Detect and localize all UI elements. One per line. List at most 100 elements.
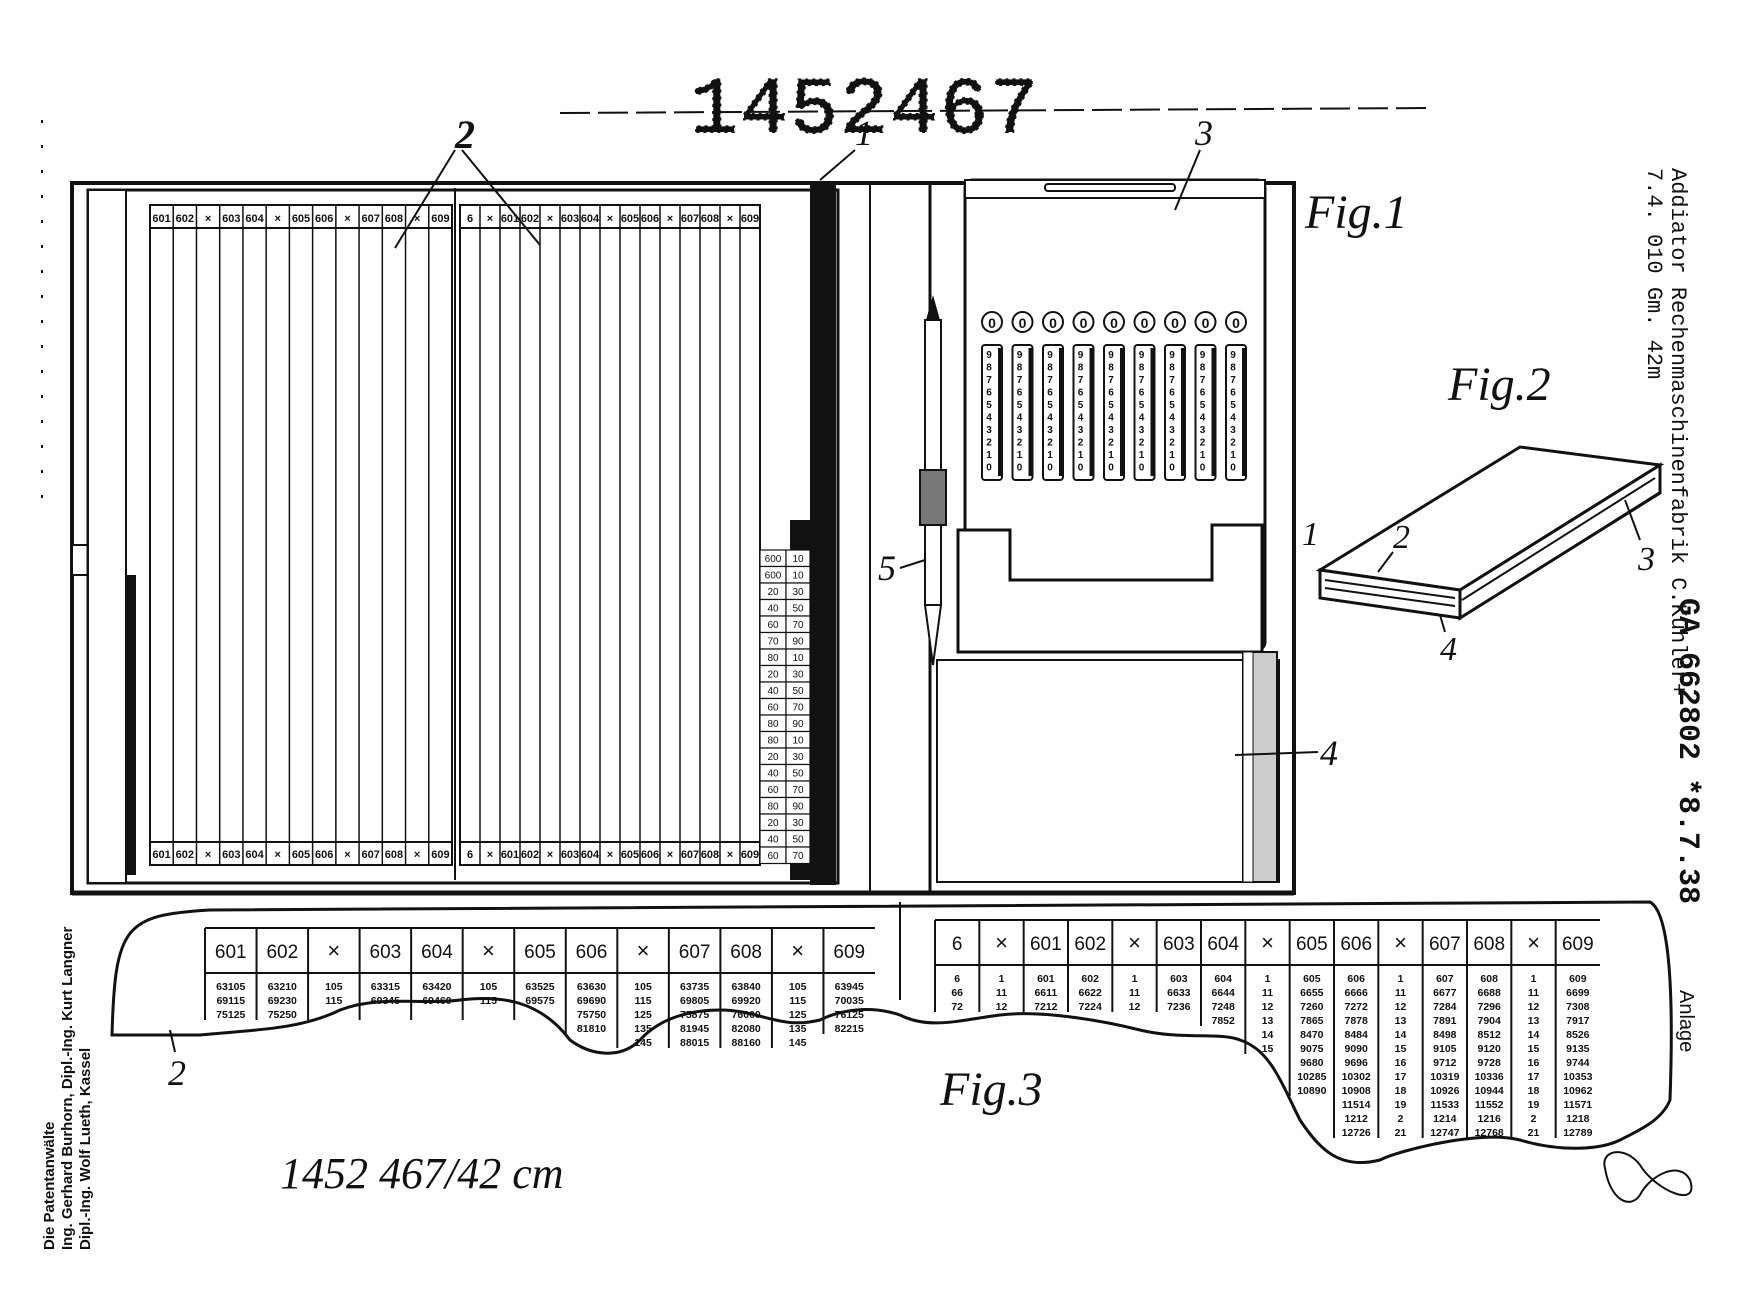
fig3-cell-value: 11 — [1129, 987, 1140, 999]
side-table-value: 60 — [767, 851, 779, 862]
slider-digit: 4 — [1017, 413, 1023, 424]
side-table-value: 80 — [767, 736, 779, 747]
table-header-cell: 608 — [701, 213, 719, 225]
slider-track — [998, 348, 1003, 476]
fig3-cell-value: 18 — [1395, 1085, 1407, 1097]
slider-track — [1028, 348, 1034, 476]
table-header-cell: 601 — [152, 213, 170, 225]
dial-digit: 0 — [1110, 315, 1118, 331]
table-header-cell: × — [344, 213, 350, 225]
fig3-column-head: 6 — [952, 934, 963, 955]
fig3-cell-value: 1214 — [1433, 1113, 1457, 1125]
slider-digit: 6 — [1017, 388, 1023, 399]
side-table-value: 80 — [767, 653, 779, 664]
table-footer-cell: 604 — [581, 849, 600, 861]
slider-digit: 7 — [1139, 375, 1145, 386]
fig3-column-head: × — [791, 938, 804, 963]
side-table-value: 90 — [792, 802, 804, 813]
fig3-cell-value: 69690 — [577, 995, 606, 1007]
fig3-cell-value: 12 — [1528, 1001, 1540, 1013]
slider-digit: 5 — [1139, 400, 1145, 411]
fig3-cell-value: 88015 — [680, 1037, 709, 1049]
fig2-drawing — [1315, 445, 1665, 621]
slider-digit: 4 — [1108, 413, 1114, 424]
fig3-cell-value: 6655 — [1300, 987, 1324, 999]
slider-digit: 7 — [1017, 375, 1023, 386]
fig3-edge-label: Anlage — [1675, 990, 1697, 1052]
table-footer-cell: 602 — [176, 849, 194, 861]
fig3-cell-value: 10302 — [1342, 1071, 1371, 1083]
dial-digit: 0 — [1080, 315, 1088, 331]
fig3-cell-value: 11533 — [1431, 1099, 1460, 1111]
slider-digit: 5 — [1200, 400, 1206, 411]
fig3-cell-value: 8526 — [1566, 1029, 1590, 1041]
side-table-value: 60 — [767, 620, 779, 631]
fig3-cell-value: 6699 — [1566, 987, 1590, 999]
slider-digit: 9 — [1108, 350, 1114, 361]
slider-digit: 3 — [1230, 425, 1236, 436]
slider-digit: 6 — [986, 388, 992, 399]
fig3-cell-value: 7236 — [1167, 1001, 1191, 1013]
side-table-value: 30 — [792, 587, 804, 598]
fig3-cell-value: 18 — [1528, 1085, 1540, 1097]
fig3-cell-value: 6644 — [1211, 987, 1235, 999]
fig3-column-head: 606 — [1340, 934, 1372, 955]
dial-digit: 0 — [988, 315, 996, 331]
fig3-cell-value: 10944 — [1475, 1085, 1504, 1097]
table-header-cell: × — [607, 213, 613, 225]
slider-digit: 6 — [1230, 388, 1236, 399]
fig3-cell-value: 63840 — [732, 981, 761, 993]
slider-digit: 4 — [986, 413, 992, 424]
slider-digit: 9 — [1047, 350, 1053, 361]
slider-digit: 9 — [1230, 350, 1236, 361]
fig3-cell-value: 81945 — [680, 1023, 709, 1035]
slider-digit: 8 — [1047, 363, 1053, 374]
fig3-cell-value: 14 — [1395, 1029, 1407, 1041]
side-table-value: 20 — [767, 670, 779, 681]
slider-digit: 5 — [1230, 400, 1236, 411]
slider-digit: 6 — [1200, 388, 1206, 399]
slider-digit: 9 — [1017, 350, 1023, 361]
slider-digit: 7 — [986, 375, 992, 386]
side-text-reg: GA 662802 *8.7.38 — [1670, 598, 1704, 904]
fig3-column-head: 601 — [1030, 934, 1062, 955]
fig3-cell-value: 115 — [325, 995, 342, 1007]
fig3-cell-value: 6666 — [1344, 987, 1368, 999]
table-header-cell: 605 — [292, 213, 310, 225]
fig3-cell-value: 8470 — [1300, 1029, 1324, 1041]
slider-digit: 8 — [1169, 363, 1175, 374]
slider-digit: 1 — [1230, 450, 1236, 461]
fig3-column-head: 605 — [1296, 934, 1328, 955]
fig3-cell-value: 7878 — [1344, 1015, 1368, 1027]
fig3-cell-value: 11552 — [1475, 1099, 1504, 1111]
dial-window — [1164, 311, 1186, 333]
fig3-cell-value: 8484 — [1344, 1029, 1368, 1041]
slider-digit: 4 — [1078, 413, 1084, 424]
slider-digit: 3 — [1200, 425, 1206, 436]
slider-digit: 3 — [1108, 425, 1114, 436]
fig3-cell-value: 9712 — [1433, 1057, 1457, 1069]
fig3-column-head: × — [995, 930, 1008, 955]
slider-digit: 4 — [1139, 413, 1145, 424]
side-table-value: 10 — [792, 571, 804, 582]
fig3-column-head: 609 — [833, 942, 865, 963]
slider-digit: 1 — [1078, 450, 1084, 461]
fig3-cell-value: 9090 — [1344, 1043, 1368, 1055]
side-table-value: 20 — [767, 587, 779, 598]
slider-digit: 1 — [986, 450, 992, 461]
slider-digit: 6 — [1047, 388, 1053, 399]
fig3-cell-value: 21 — [1395, 1127, 1407, 1139]
fig3-cell-value: 63630 — [577, 981, 606, 993]
slider-digit: 2 — [1139, 438, 1145, 449]
fig3-cell-value: 9696 — [1344, 1057, 1368, 1069]
fig3-cell-value: 7224 — [1078, 1001, 1102, 1013]
ref-1-fig1: 1 — [855, 113, 873, 153]
table-header-cell: 602 — [521, 213, 539, 225]
side-text-right: Addiator Rechenmaschinenfabrik C.Kühler+… — [1641, 168, 1704, 904]
table-footer-cell: 609 — [741, 849, 759, 861]
slider-digit: 2 — [1169, 438, 1175, 449]
table-header-cell: × — [727, 213, 733, 225]
fig3-cell-value: 69115 — [216, 995, 245, 1007]
slider-digit: 9 — [1139, 350, 1145, 361]
side-table-value: 50 — [792, 835, 804, 846]
